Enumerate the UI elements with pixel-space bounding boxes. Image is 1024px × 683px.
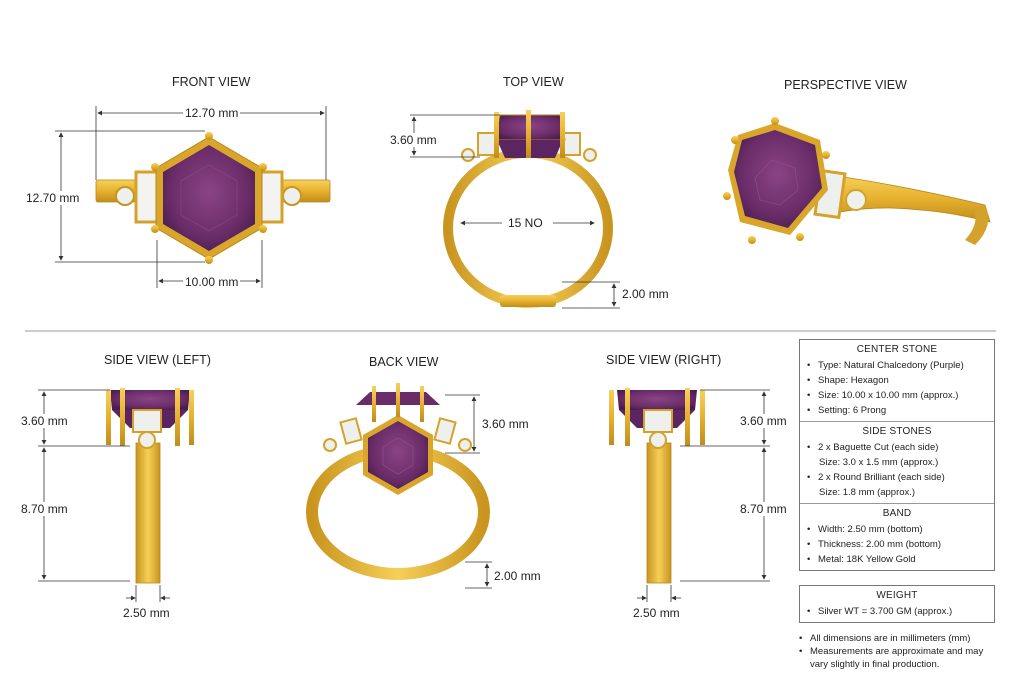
back-view-dimensions [445,394,492,589]
top-view-ring [443,110,613,308]
side-left-dimensions [38,389,170,602]
center-stone-section: CENTER STONE Type: Natural Chalcedony (P… [800,340,994,422]
center-stone-type: Type: Natural Chalcedony (Purple) [800,358,994,373]
side-stones-title: SIDE STONES [862,426,932,437]
band-section: BAND Width: 2.50 mm (bottom) Thickness: … [800,504,994,570]
side-left-view-title: SIDE VIEW (LEFT) [104,353,211,367]
side-left-ring [106,388,194,584]
weight-section: WEIGHT Silver WT = 3.700 GM (approx.) [800,586,994,622]
left-width-label: 2.50 mm [123,606,170,620]
front-height-label: 12.70 mm [25,191,81,205]
top-band-label: 2.00 mm [622,287,669,301]
side-stone-baguette: 2 x Baguette Cut (each side) [800,440,994,455]
side-stones-section: SIDE STONES 2 x Baguette Cut (each side)… [800,422,994,504]
center-stone-size: Size: 10.00 x 10.00 mm (approx.) [800,388,994,403]
right-shank-label: 8.70 mm [740,502,787,516]
side-stone-baguette-size: Size: 3.0 x 1.5 mm (approx.) [819,457,939,468]
center-stone-setting: Setting: 6 Prong [800,403,994,418]
back-band-label: 2.00 mm [494,569,541,583]
top-view-title: TOP VIEW [503,75,564,89]
back-view-title: BACK VIEW [369,355,439,369]
note-units: All dimensions are in millimeters (mm) [799,632,999,645]
weight-value: Silver WT = 3.700 GM (approx.) [800,604,994,619]
side-right-view-title: SIDE VIEW (RIGHT) [606,353,722,367]
back-view-ring [306,383,490,580]
front-view-title: FRONT VIEW [172,75,251,89]
perspective-view-ring [723,117,991,245]
weight-table: WEIGHT Silver WT = 3.700 GM (approx.) [799,585,995,623]
perspective-view-title: PERSPECTIVE VIEW [784,78,907,92]
left-stone-label: 3.60 mm [21,414,68,428]
right-width-label: 2.50 mm [633,606,680,620]
band-thickness: Thickness: 2.00 mm (bottom) [800,537,994,552]
center-stone-title: CENTER STONE [856,344,938,355]
front-width-label: 12.70 mm [183,106,241,120]
side-stone-round-size: Size: 1.8 mm (approx.) [819,487,916,498]
side-stone-round: 2 x Round Brilliant (each side) [800,470,994,485]
note-approx: Measurements are approximate and may var… [799,645,999,671]
band-metal: Metal: 18K Yellow Gold [800,552,994,567]
front-view-ring [95,132,331,264]
weight-title: WEIGHT [876,590,918,601]
side-right-ring [609,388,705,584]
back-stone-label: 3.60 mm [482,417,529,431]
band-title: BAND [882,508,912,519]
notes: All dimensions are in millimeters (mm) M… [799,632,999,671]
right-stone-label: 3.60 mm [740,414,787,428]
center-stone-shape: Shape: Hexagon [800,373,994,388]
band-width: Width: 2.50 mm (bottom) [800,522,994,537]
spec-table: CENTER STONE Type: Natural Chalcedony (P… [799,339,995,571]
top-height-label: 3.60 mm [390,133,437,147]
front-stone-label: 10.00 mm [183,275,241,289]
left-shank-label: 8.70 mm [21,502,68,516]
ring-size-label: 15 NO [508,216,543,230]
